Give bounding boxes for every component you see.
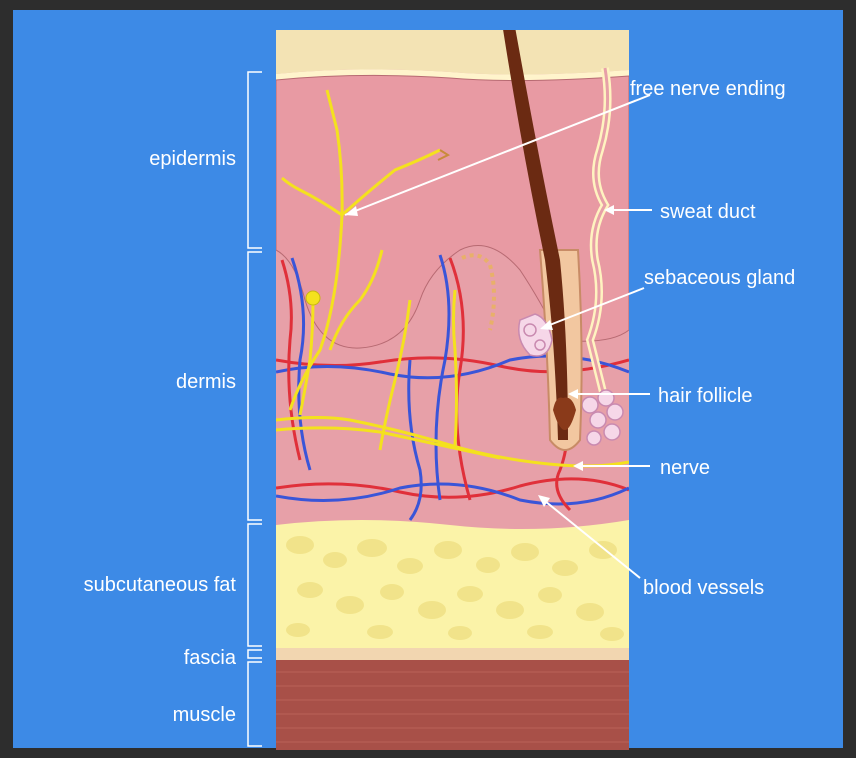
label-muscle: muscle — [173, 704, 236, 726]
label-sebaceous-gland: sebaceous gland — [644, 267, 795, 289]
stratum-corneum — [276, 30, 629, 75]
label-fascia: fascia — [184, 647, 237, 669]
fascia-layer — [276, 648, 629, 660]
label-blood-vessels: blood vessels — [643, 577, 764, 599]
muscle-layer — [276, 660, 629, 750]
label-nerve: nerve — [660, 457, 710, 479]
label-dermis: dermis — [176, 371, 236, 393]
label-subcutaneous-fat: subcutaneous fat — [84, 574, 237, 596]
label-hair-follicle: hair follicle — [658, 385, 752, 407]
nerve-receptor — [306, 291, 320, 305]
label-free-nerve-ending: free nerve ending — [630, 78, 786, 100]
label-sweat-duct: sweat duct — [660, 201, 756, 223]
label-epidermis: epidermis — [149, 148, 236, 170]
skin-cross-section — [276, 10, 629, 750]
